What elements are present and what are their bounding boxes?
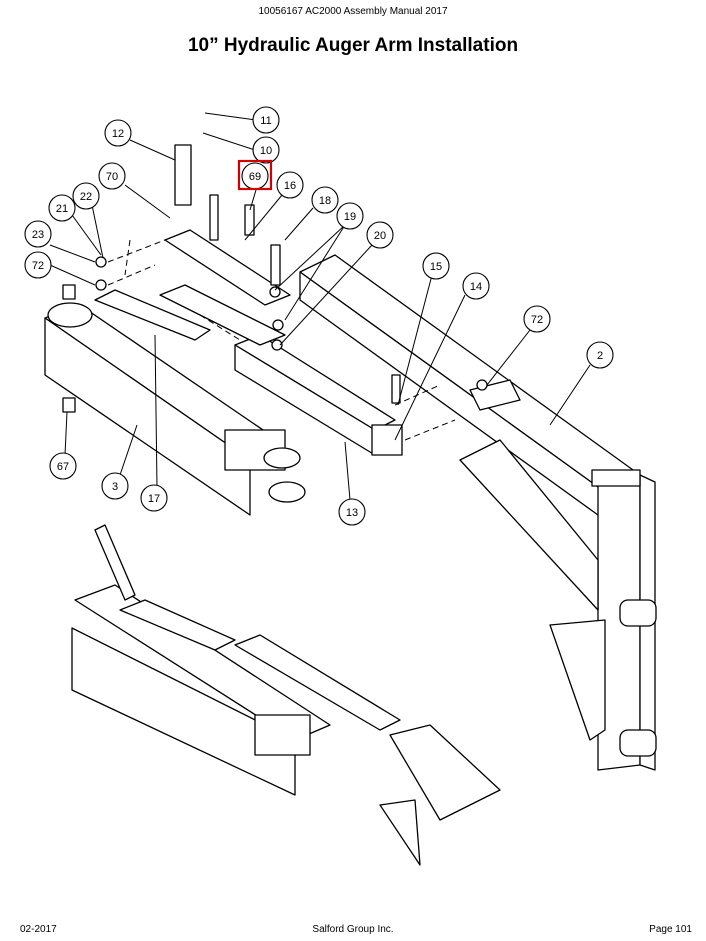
washer-21 — [95, 256, 107, 268]
pin-12 — [174, 144, 192, 206]
callout-22: 22 — [80, 191, 92, 203]
frame-brace — [459, 439, 599, 611]
assembled-frame-end — [379, 799, 421, 866]
pin-15 — [391, 374, 401, 404]
callout-17: 17 — [148, 493, 160, 505]
post-bracket-top — [619, 599, 657, 627]
cylinder-clevis — [371, 424, 403, 456]
footer-company: Salford Group Inc. — [312, 924, 394, 935]
callout-72-left: 72 — [32, 260, 44, 272]
manual-header: 10056167 AC2000 Assembly Manual 2017 — [258, 6, 448, 17]
bushing-67 — [62, 397, 76, 413]
callout-16: 16 — [284, 180, 296, 192]
callout-12: 12 — [112, 128, 124, 140]
assembled-arm-side — [71, 627, 296, 796]
callout-69: 69 — [249, 171, 261, 183]
post-bracket-bottom — [619, 729, 657, 757]
callout-2: 2 — [597, 350, 603, 362]
callout-18: 18 — [319, 195, 331, 207]
callout-20: 20 — [374, 230, 386, 242]
callout-67: 67 — [57, 461, 69, 473]
washer-19b — [272, 319, 284, 331]
arm-hitch-eye-2 — [268, 481, 306, 503]
callout-72-right: 72 — [531, 314, 543, 326]
arm-end-cap — [47, 302, 93, 328]
bushing-72 — [62, 284, 76, 300]
assembled-lever — [94, 524, 136, 601]
callout-21: 21 — [56, 203, 68, 215]
callout-70: 70 — [106, 171, 118, 183]
washer-72 — [95, 279, 107, 291]
callout-13: 13 — [346, 507, 358, 519]
footer-date: 02-2017 — [20, 924, 57, 935]
frame-top-plate — [591, 469, 641, 487]
callout-11: 11 — [260, 115, 271, 127]
arm-hitch-eye-1 — [263, 447, 301, 469]
assembled-frame — [389, 724, 501, 821]
footer-page-number: Page 101 — [649, 924, 692, 935]
callout-14: 14 — [470, 281, 482, 293]
bolt-70 — [209, 194, 219, 241]
assembled-arm-top — [74, 584, 331, 741]
assembled-link — [119, 599, 236, 651]
assembled-cylinder — [234, 634, 401, 731]
link-plate-lower — [94, 289, 211, 341]
washer-72b — [476, 379, 488, 391]
washer-19a — [269, 286, 281, 298]
page-title: 10” Hydraulic Auger Arm Installation — [187, 35, 519, 56]
bolt-18 — [270, 244, 281, 286]
frame-lower — [549, 619, 606, 741]
assembled-hitch — [254, 714, 311, 756]
callout-3: 3 — [112, 481, 118, 493]
link-plate-mid — [159, 284, 286, 346]
callout-23: 23 — [32, 229, 44, 241]
callout-10: 10 — [260, 145, 272, 157]
callout-69-highlight-box — [237, 159, 273, 191]
callout-15: 15 — [430, 261, 442, 273]
link-plate-upper — [164, 229, 291, 306]
callout-19: 19 — [344, 211, 356, 223]
washer-20 — [271, 339, 283, 351]
arm-side — [44, 317, 251, 516]
